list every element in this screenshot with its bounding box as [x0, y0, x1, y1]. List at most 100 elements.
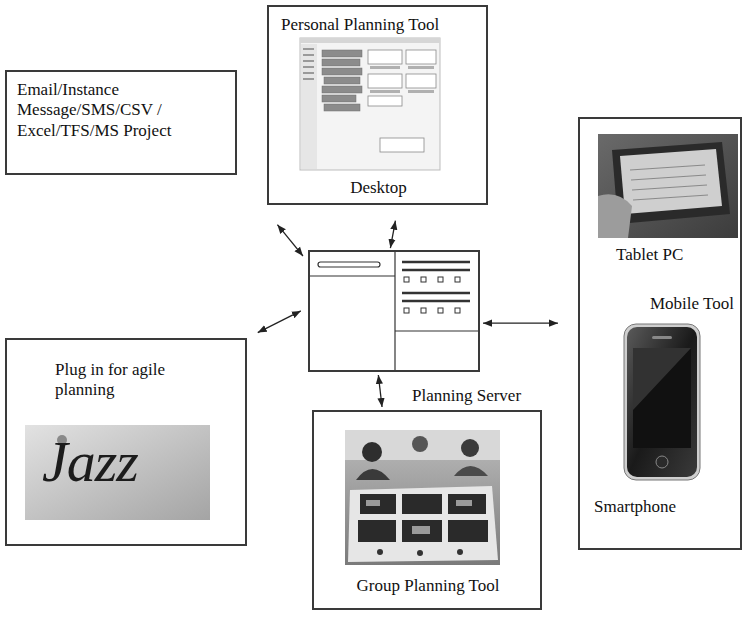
group-photo-part: [417, 550, 423, 556]
text-slot: Plug in for agile planning: [55, 360, 205, 401]
server-window-icon-part: [318, 262, 380, 267]
text-slot: Personal Planning Tool: [281, 15, 471, 35]
connector-arrow: [258, 311, 301, 333]
group-photo-part-part: [402, 494, 442, 514]
desktop-screenshot-part-part: [322, 68, 362, 75]
tablet-photo-part: [598, 134, 738, 238]
group-photo-part-part: [366, 500, 380, 506]
server-window-icon-part: [402, 300, 470, 302]
desktop-screenshot-part-part: [406, 74, 436, 88]
tablet-photo-part: [630, 165, 708, 200]
desktop-screenshot-part-part: [322, 86, 362, 93]
server-window-icon-part-part: [455, 277, 460, 282]
desktop-screenshot-part-part: [303, 72, 314, 74]
connector-arrow: [378, 375, 382, 407]
tablet-photo-part-part: [630, 165, 705, 170]
node-title: Personal Planning Tool: [281, 15, 471, 35]
connector-arrow: [483, 322, 558, 323]
text-slot: Mobile Tool: [650, 294, 734, 314]
server-box: Planning Server: [308, 250, 480, 372]
desktop-screenshot-part-part: [408, 90, 434, 93]
text-slot: Planning Server: [412, 386, 521, 406]
mobile-tool-box: Tablet PC Mobile ToolSmartphone: [578, 117, 742, 550]
group-photo-part: [377, 549, 383, 555]
server-window-icon-part-part: [438, 308, 443, 313]
server-window-icon-part: [395, 330, 478, 331]
tablet-photo-part-part: [632, 185, 707, 190]
node-title: Plug in for agile planning: [55, 360, 205, 401]
tablet-photo: [598, 134, 738, 238]
text-slot: Group Planning Tool: [322, 576, 534, 596]
server-window-icon: [310, 252, 478, 370]
server-window-icon-part: [402, 261, 470, 263]
desktop-screenshot-part: [322, 50, 362, 111]
desktop-screenshot-part: [370, 66, 434, 93]
smartphone-picture: [624, 324, 700, 480]
desktop-screenshot-part-part: [324, 77, 360, 84]
connector-arrow: [277, 225, 303, 256]
desktop-screenshot-part-part: [408, 66, 434, 69]
desktop-screenshot: [300, 38, 440, 170]
group-photo-part-part: [402, 520, 442, 542]
smartphone-picture-part: [624, 324, 700, 480]
group-photo-part: [366, 500, 472, 534]
jazz-logo: [25, 425, 210, 520]
desktop-screenshot-part-part: [368, 50, 402, 64]
smartphone-picture-part: [656, 456, 668, 468]
text-slot: Email/Instance Message/SMS/CSV / Excel/T…: [17, 80, 227, 141]
desktop-screenshot-part-part: [370, 90, 400, 93]
group-photo-part: [345, 430, 500, 565]
server-window-icon-part-part: [421, 277, 426, 282]
tablet-photo-part-part: [633, 195, 708, 200]
group-photo-part: [358, 494, 488, 542]
node-text: Smartphone: [594, 497, 676, 517]
group-photo-part: [412, 436, 428, 452]
smartphone-picture-part: [633, 348, 691, 410]
node-text: Desktop: [277, 178, 480, 198]
desktop-screenshot-part: [300, 38, 440, 43]
server-window-icon-part-part: [438, 277, 443, 282]
group-photo-part: [348, 486, 498, 562]
node-text: Mobile Tool: [650, 294, 734, 314]
node-title: Planning Server: [412, 386, 521, 406]
smartphone-picture-part: [652, 336, 672, 339]
text-slot: Desktop: [277, 178, 480, 198]
desktop-screenshot-part-part: [303, 48, 314, 50]
label-slot: Jazz: [42, 430, 138, 494]
node-title: Email/Instance Message/SMS/CSV / Excel/T…: [17, 80, 227, 141]
server-window-icon-part-part: [404, 308, 409, 313]
desktop-screenshot-part: [301, 44, 317, 169]
group-photo-part: [461, 439, 479, 457]
node-title: Tablet PC: [616, 245, 683, 265]
desktop-screenshot-part-part: [380, 138, 424, 152]
group-photo-part: [362, 442, 382, 462]
desktop-screenshot-part-part: [303, 78, 314, 80]
server-window-icon-part: [404, 277, 460, 313]
desktop-screenshot-part-part: [322, 59, 360, 66]
node-title: Group Planning Tool: [322, 576, 534, 596]
desktop-screenshot-part: [303, 48, 314, 80]
desktop-screenshot-part-part: [322, 50, 362, 57]
desktop-screenshot-part-part: [368, 96, 402, 106]
text-slot: Smartphone: [594, 497, 676, 517]
group-photo: [345, 430, 500, 565]
tool-box: Group Planning Tool: [312, 410, 542, 610]
group-photo-part-part: [448, 520, 488, 542]
server-window-icon-part-part: [404, 277, 409, 282]
group-photo-part: [454, 466, 488, 476]
tool-box: Personal Planning ToolDesktop: [267, 5, 488, 205]
group-photo-part: [457, 549, 463, 555]
desktop-screenshot-part-part: [303, 66, 314, 68]
group-photo-part-part: [358, 520, 396, 542]
jazz-logo-part: [25, 425, 210, 520]
integration-box: Email/Instance Message/SMS/CSV / Excel/T…: [5, 70, 237, 175]
group-photo-part-part: [448, 494, 486, 514]
desktop-screenshot-part-part: [303, 54, 314, 56]
smartphone-picture-part: [633, 348, 691, 448]
group-photo-part-part: [456, 500, 472, 506]
desktop-screenshot-part-part: [406, 50, 436, 64]
server-window-icon-part: [402, 269, 470, 271]
server-window-icon-part: [402, 292, 470, 294]
desktop-screenshot-part-part: [324, 104, 360, 111]
